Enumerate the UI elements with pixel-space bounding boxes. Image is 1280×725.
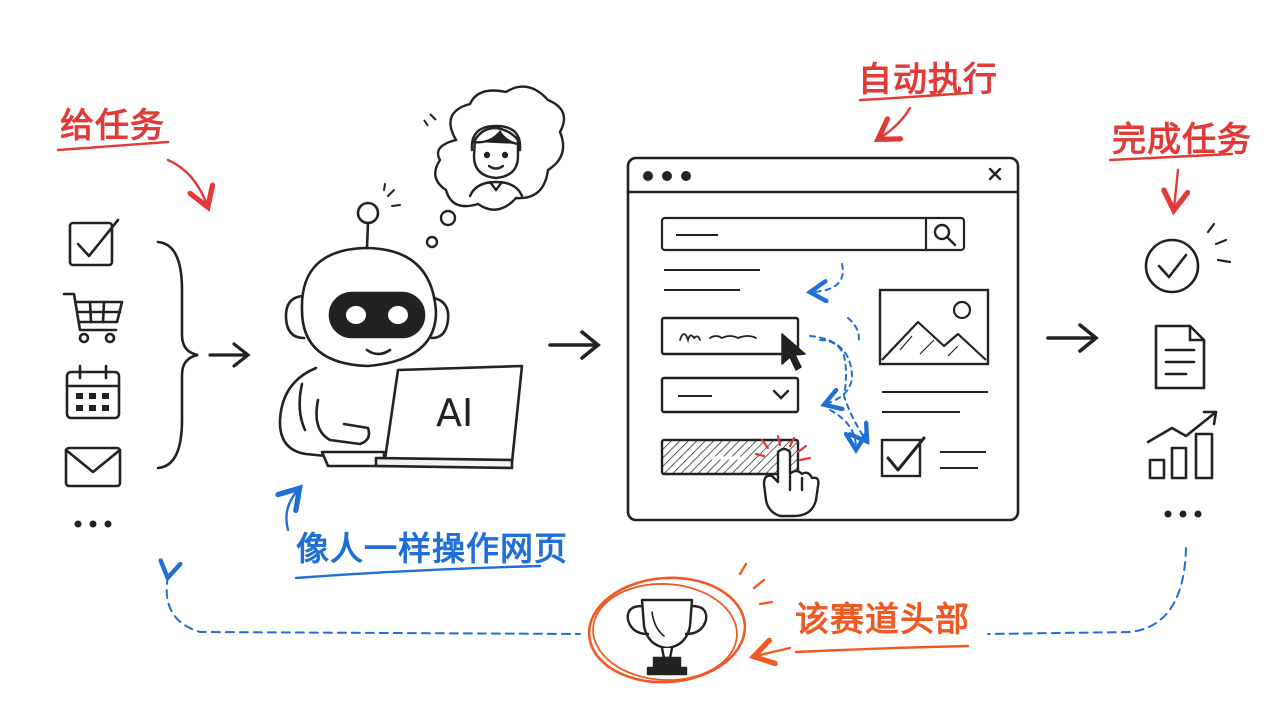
laptop-ai-text: AI	[436, 391, 473, 435]
pointing-hand-icon	[762, 447, 820, 518]
label-give-task: 给任务	[60, 106, 165, 146]
underline-auto-execute	[858, 91, 970, 102]
loop-line-left	[167, 576, 581, 635]
person-avatar-icon	[468, 124, 524, 198]
arrow-to-results	[1046, 323, 1099, 353]
checked-checkbox-icon	[880, 436, 926, 478]
trophy-badge	[587, 562, 774, 684]
trophy-icon	[626, 598, 708, 676]
select-dropdown	[660, 376, 800, 414]
window-dot	[643, 171, 653, 181]
search-bar	[660, 216, 966, 252]
mouse-cursor-icon	[781, 333, 806, 371]
document-icon	[1154, 324, 1206, 390]
close-icon	[988, 167, 1002, 181]
calendar-icon	[65, 364, 121, 420]
search-icon	[933, 223, 957, 247]
label-top-of-leaderboard: 该赛道头部	[795, 600, 970, 640]
underline-top-of-leaderboard	[794, 644, 970, 654]
loop-line-right	[987, 547, 1187, 635]
window-dot	[662, 171, 672, 181]
sparkle-lines	[738, 562, 774, 606]
submit-button	[660, 438, 800, 476]
label-browse-like-human: 像人一样操作网页	[296, 529, 568, 568]
click-burst	[754, 434, 812, 462]
growth-chart-icon	[1146, 410, 1218, 480]
brace	[156, 240, 199, 470]
underline-complete-task	[1108, 152, 1234, 162]
arrow-to-robot	[208, 342, 251, 368]
arrow-give-task	[166, 158, 207, 205]
checkbox-icon	[68, 218, 120, 267]
laptop	[320, 364, 524, 470]
mail-icon	[64, 446, 122, 488]
arrow-top-of-leaderboard	[756, 648, 792, 656]
shopping-cart-icon	[62, 292, 124, 344]
robot-illustration	[278, 183, 450, 458]
arrow-complete-task	[1174, 168, 1178, 208]
text-input-field	[660, 316, 800, 356]
arrow-browse-like-human	[286, 490, 298, 532]
underline-browse-like-human	[294, 564, 542, 580]
browser-window	[626, 156, 1020, 522]
ellipsis-left	[74, 520, 112, 528]
image-icon	[878, 288, 990, 366]
arrow-auto-execute	[880, 106, 912, 138]
check-circle-icon	[1144, 222, 1232, 294]
chevron-down-icon	[772, 389, 790, 400]
label-auto-execute: 自动执行	[858, 60, 998, 100]
window-dot	[681, 171, 691, 181]
ellipsis-right	[1164, 510, 1202, 518]
underline-give-task	[56, 140, 170, 152]
arrow-to-browser	[548, 330, 601, 360]
